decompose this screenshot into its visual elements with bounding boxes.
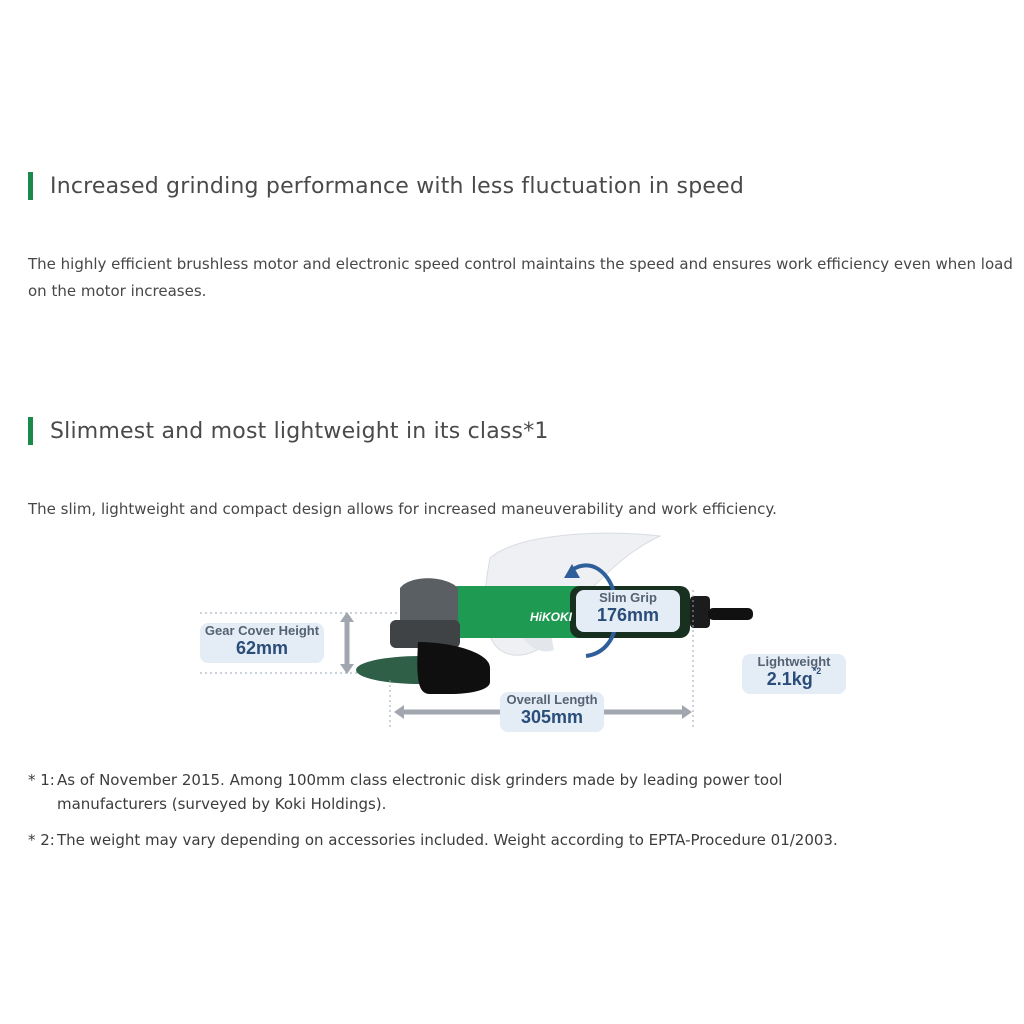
slim-grip-label: Slim Grip 176mm — [576, 590, 680, 632]
lightweight-value: 2.1kg — [766, 669, 813, 689]
brand-logo: HiKOKI — [530, 610, 573, 624]
section-heading-performance: Increased grinding performance with less… — [28, 172, 744, 200]
footnote-1: * 1: As of November 2015. Among 100mm cl… — [28, 768, 887, 816]
section-heading-lightweight: Slimmest and most lightweight in its cla… — [28, 417, 549, 445]
overall-length-label: Overall Length 305mm — [500, 692, 604, 732]
section-title-performance: Increased grinding performance with less… — [50, 173, 745, 199]
section-title-lightweight: Slimmest and most lightweight in its cla… — [50, 418, 549, 444]
section-body-performance: The highly efficient brushless motor and… — [28, 255, 1013, 300]
gear-cover-height-label: Gear Cover Height 62mm — [200, 623, 324, 663]
footnote-2: * 2: The weight may vary depending on ac… — [28, 828, 887, 852]
footnote-text: The weight may vary depending on accesso… — [57, 831, 838, 849]
footnote-marker: * 1: — [28, 771, 55, 789]
footnote-marker: * 2: — [28, 831, 55, 849]
lightweight-value-line: 2.1kg*2 — [742, 666, 846, 690]
footnote-text: As of November 2015. Among 100mm class e… — [57, 771, 783, 813]
overall-length-value: 305mm — [520, 707, 584, 727]
heading-accent-bar — [28, 417, 33, 445]
overall-length-title: Overall Length — [506, 692, 598, 707]
gear-cover-height-value: 62mm — [235, 638, 289, 658]
lightweight-footnote-ref: *2 — [812, 666, 822, 676]
slim-grip-value: 176mm — [596, 605, 660, 625]
lightweight-title: Lightweight — [757, 654, 831, 669]
section-body-lightweight: The slim, lightweight and compact design… — [28, 500, 777, 518]
heading-accent-bar — [28, 172, 33, 200]
slim-grip-title: Slim Grip — [599, 590, 657, 605]
lightweight-label: Lightweight 2.1kg*2 — [742, 654, 846, 694]
gear-cover-height-title: Gear Cover Height — [204, 623, 320, 638]
grinder-dimension-diagram: HiKOKI Gear Cover Height 62mm Slim Grip … — [190, 530, 870, 740]
